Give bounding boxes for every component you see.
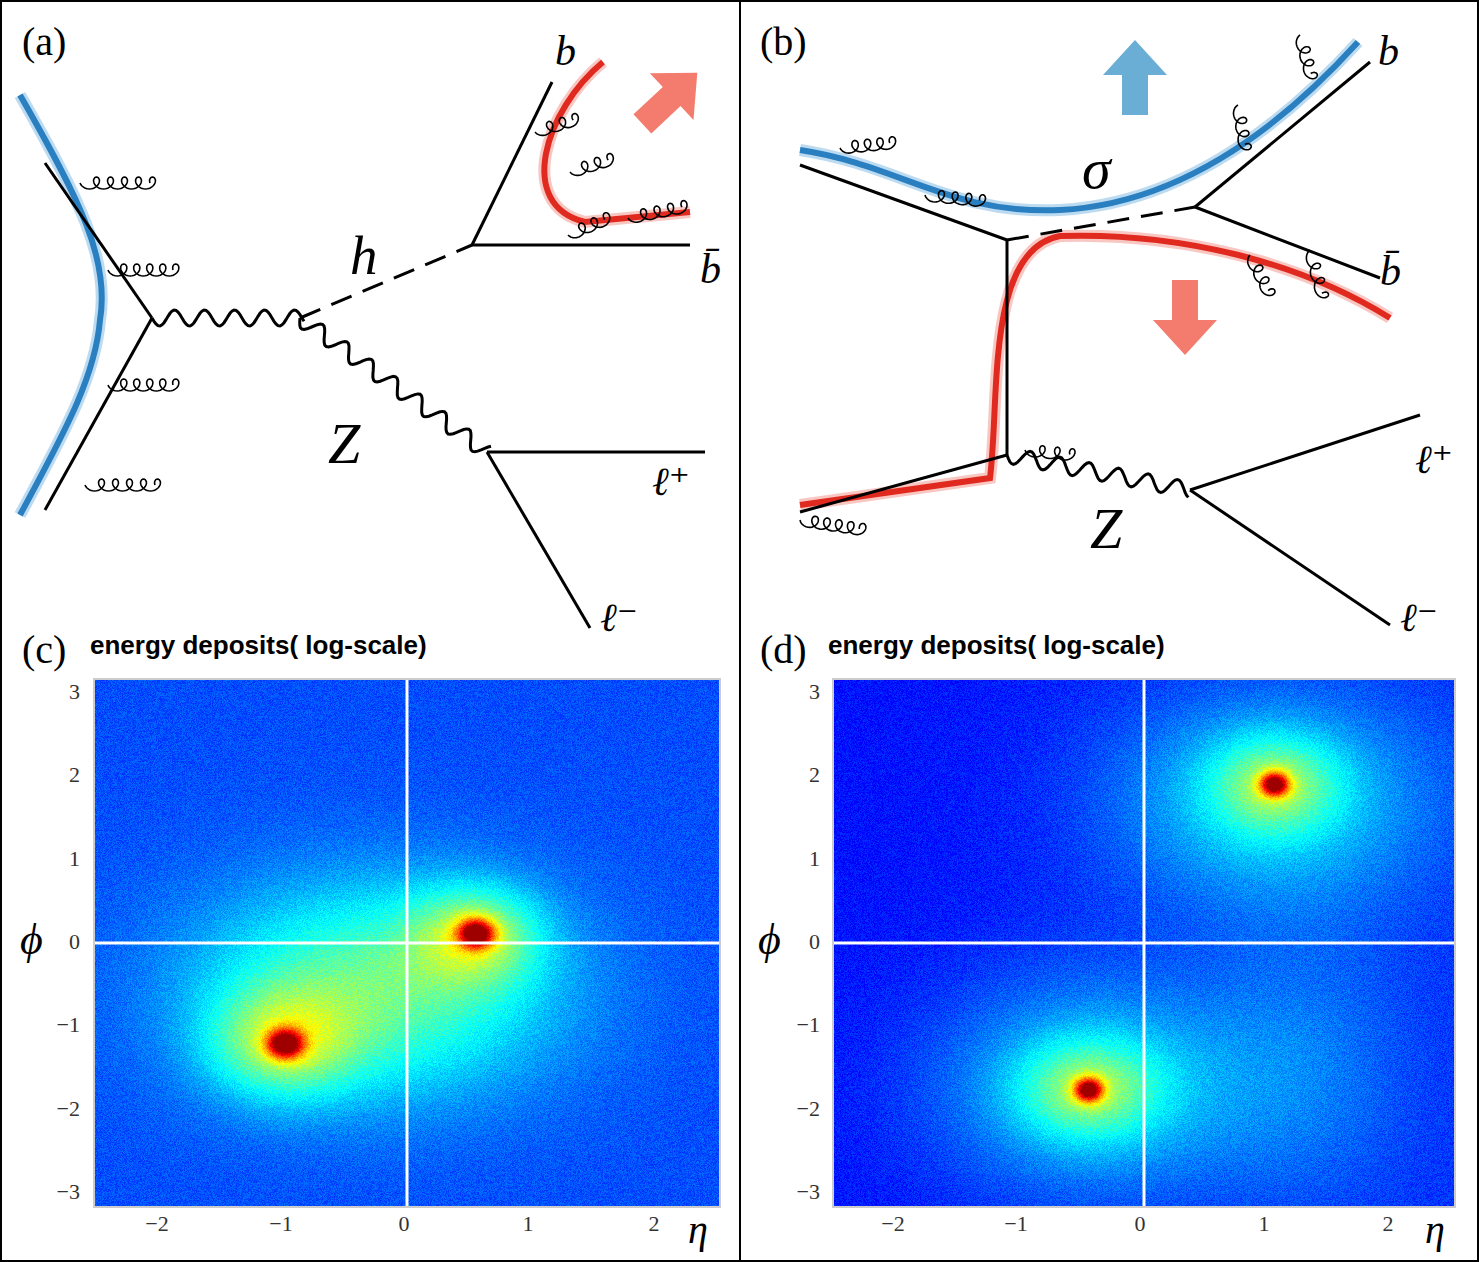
flow-arrows xyxy=(634,40,1218,355)
label: −2 xyxy=(881,1213,904,1235)
label: 1 xyxy=(523,1213,534,1235)
label: −2 xyxy=(57,1098,80,1120)
label: b xyxy=(555,30,576,72)
label: 0 xyxy=(399,1213,410,1235)
label: 2 xyxy=(1383,1213,1394,1235)
label: ℓ⁺ xyxy=(652,462,690,502)
label: η xyxy=(688,1210,708,1250)
label: 0 xyxy=(1135,1213,1146,1235)
label: 1 xyxy=(809,848,820,870)
label: 1 xyxy=(69,848,80,870)
label: 2 xyxy=(649,1213,660,1235)
label: σ xyxy=(1082,140,1111,198)
divider xyxy=(739,0,741,1262)
label: η xyxy=(1425,1210,1445,1250)
label: 2 xyxy=(69,764,80,786)
gluon xyxy=(1025,446,1075,460)
label: b̄ xyxy=(700,248,721,290)
wavy-line xyxy=(152,310,304,326)
label: −1 xyxy=(797,1014,820,1036)
label: (d) xyxy=(760,630,807,670)
block-arrow xyxy=(1103,40,1167,115)
gluon xyxy=(1306,250,1328,298)
gluon xyxy=(535,114,578,136)
gluon-curls xyxy=(80,35,1329,535)
heatmap-d xyxy=(832,678,1456,1208)
block-arrow xyxy=(1153,280,1217,355)
label: b xyxy=(1378,30,1399,72)
heatmap-c xyxy=(93,678,721,1208)
label: 3 xyxy=(809,681,820,703)
label: 3 xyxy=(69,681,80,703)
label: 0 xyxy=(69,931,80,953)
particle-lines xyxy=(20,42,1420,628)
label: (a) xyxy=(22,22,66,62)
label: energy deposits( log-scale) xyxy=(828,632,1165,658)
label: energy deposits( log-scale) xyxy=(90,632,427,658)
block-arrow xyxy=(634,73,698,134)
label: −2 xyxy=(797,1098,820,1120)
label: b̄ xyxy=(1380,250,1401,292)
gluon xyxy=(1234,105,1252,150)
label: ϕ xyxy=(20,918,43,962)
label: −1 xyxy=(57,1014,80,1036)
label: ℓ⁻ xyxy=(1400,598,1438,638)
label: 0 xyxy=(809,931,820,953)
gluon xyxy=(108,264,179,276)
label: 2 xyxy=(809,764,820,786)
label: ϕ xyxy=(758,918,781,962)
label: Z xyxy=(328,415,360,473)
label: ℓ⁺ xyxy=(1415,440,1453,480)
gluon xyxy=(1248,255,1275,296)
label: −3 xyxy=(57,1181,80,1203)
label: h xyxy=(350,228,378,283)
label: −3 xyxy=(797,1181,820,1203)
label: −1 xyxy=(1004,1213,1027,1235)
wavy-line xyxy=(1007,451,1188,497)
label: (c) xyxy=(22,630,66,670)
gluon xyxy=(568,213,610,238)
label: (b) xyxy=(760,22,807,62)
gluon xyxy=(570,154,613,176)
gluon xyxy=(840,137,896,153)
gluon xyxy=(628,201,687,223)
label: ℓ⁻ xyxy=(600,598,638,638)
gluon xyxy=(85,479,160,491)
gluon xyxy=(1296,35,1317,79)
gluon xyxy=(925,191,986,206)
label: −1 xyxy=(269,1213,292,1235)
gluon xyxy=(800,516,866,534)
gluon xyxy=(108,379,179,391)
label: 1 xyxy=(1259,1213,1270,1235)
label: Z xyxy=(1090,500,1122,558)
gluon xyxy=(80,177,155,189)
label: −2 xyxy=(145,1213,168,1235)
